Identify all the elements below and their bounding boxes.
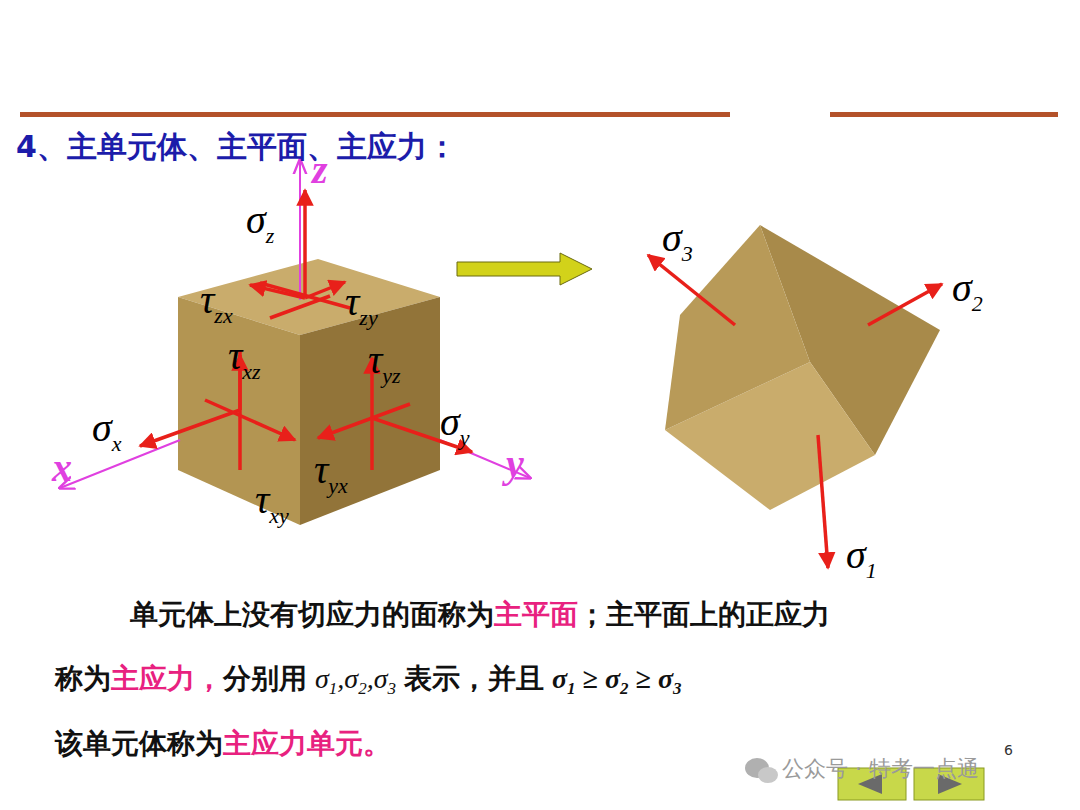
watermark: 公众号 · 特考一点通	[782, 754, 979, 784]
stress-symbol: τxy	[255, 480, 289, 520]
stress-symbol: σ3	[662, 218, 693, 258]
body-text: 该单元体称为	[55, 727, 223, 761]
stress-symbol: σ1	[846, 535, 877, 575]
stress-symbol: σz	[246, 200, 274, 240]
axis-label: z	[312, 150, 328, 190]
principal-cube	[665, 225, 940, 510]
principal-stress-arrows	[648, 255, 942, 568]
paragraph-line: 称为主应力，分别用σ1,σ2,σ3表示，并且σ1 ≥ σ2 ≥ σ3	[55, 662, 689, 696]
stress-cube	[178, 259, 440, 525]
stress-symbol: σx	[92, 408, 122, 448]
body-text: 表示，并且	[404, 662, 544, 696]
formula: σ1,σ2,σ3	[315, 662, 396, 696]
axis-label: x	[52, 448, 72, 488]
formula: σ1 ≥ σ2 ≥ σ3	[552, 662, 682, 696]
header-rule	[830, 112, 1058, 117]
body-text: 单元体上没有切应力的面称为	[130, 598, 494, 632]
stress-symbol: τzx	[200, 280, 233, 320]
stress-symbol: τxz	[228, 336, 261, 376]
stress-symbol: τyz	[368, 340, 401, 380]
stress-symbol: τyx	[314, 450, 348, 490]
header-rule	[20, 112, 730, 117]
slide-title: 4、主单元体、主平面、主应力：	[16, 127, 457, 168]
page-number: 6	[1004, 742, 1013, 758]
transform-arrow	[457, 253, 592, 285]
stress-arrows	[140, 190, 472, 470]
paragraph-line: 单元体上没有切应力的面称为主平面；主平面上的正应力	[130, 598, 830, 632]
stress-symbol: σ2	[952, 268, 983, 308]
body-text: 称为	[55, 662, 111, 696]
coordinate-axes	[60, 160, 530, 488]
body-text: ；主平面上的正应力	[578, 598, 830, 632]
body-text: 主应力单元。	[223, 727, 391, 761]
body-text: 分别用	[223, 662, 307, 696]
paragraph-line: 该单元体称为主应力单元。	[55, 727, 391, 761]
body-text: 主应力，	[111, 662, 223, 696]
body-text: 主平面	[494, 598, 578, 632]
stress-symbol: τzy	[345, 282, 378, 322]
stress-symbol: σy	[440, 402, 470, 442]
axis-label: y	[506, 444, 524, 484]
wechat-icon	[745, 758, 778, 783]
